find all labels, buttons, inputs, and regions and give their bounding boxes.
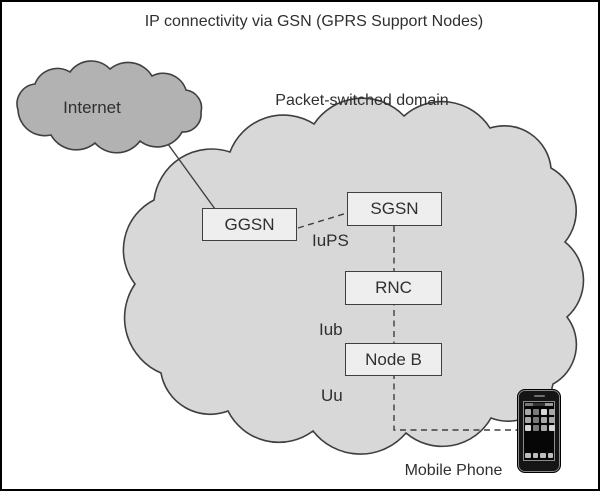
app-icon: [525, 453, 531, 458]
rnc-node-box: RNC: [345, 271, 442, 305]
app-icon: [540, 453, 546, 458]
phone-status-bar: [525, 403, 553, 406]
app-icon: [541, 425, 547, 431]
app-icon: [533, 425, 539, 431]
app-icon: [525, 409, 531, 415]
app-icon: [525, 425, 531, 431]
app-icon: [549, 409, 555, 415]
phone-app-grid: [525, 409, 555, 431]
sgsn-node-box: SGSN: [347, 192, 442, 226]
mobile-phone-icon: [517, 389, 561, 473]
rnc-label: RNC: [375, 278, 412, 297]
app-icon: [533, 417, 539, 423]
iub-interface-label: Iub: [319, 320, 343, 339]
phone-screen: [523, 401, 555, 461]
app-icon: [549, 425, 555, 431]
node-b-node-box: Node B: [345, 343, 442, 376]
packet-switched-domain-label: Packet-switched domain: [275, 92, 449, 109]
app-icon: [547, 453, 553, 458]
iups-interface-label: IuPS: [312, 231, 349, 250]
ggsn-sgsn-link: [297, 212, 348, 229]
app-icon: [525, 417, 531, 423]
mobile-phone-label: Mobile Phone: [404, 462, 503, 479]
internet-cloud-label: Internet: [63, 98, 121, 117]
app-icon: [549, 417, 555, 423]
app-icon: [541, 417, 547, 423]
node-b-label: Node B: [365, 349, 422, 369]
ggsn-node-box: GGSN: [202, 208, 297, 241]
phone-speaker-icon: [534, 395, 545, 397]
app-icon: [541, 409, 547, 415]
diagram-title: IP connectivity via GSN (GPRS Support No…: [144, 13, 484, 30]
uu-interface-label: Uu: [321, 386, 343, 405]
internet-ggsn-link: [164, 139, 216, 210]
app-icon: [533, 409, 539, 415]
app-icon: [532, 453, 538, 458]
sgsn-label: SGSN: [370, 199, 419, 218]
ggsn-label: GGSN: [224, 214, 275, 234]
phone-dock-icons: [525, 453, 553, 458]
internet-cloud-shape: [16, 60, 203, 154]
